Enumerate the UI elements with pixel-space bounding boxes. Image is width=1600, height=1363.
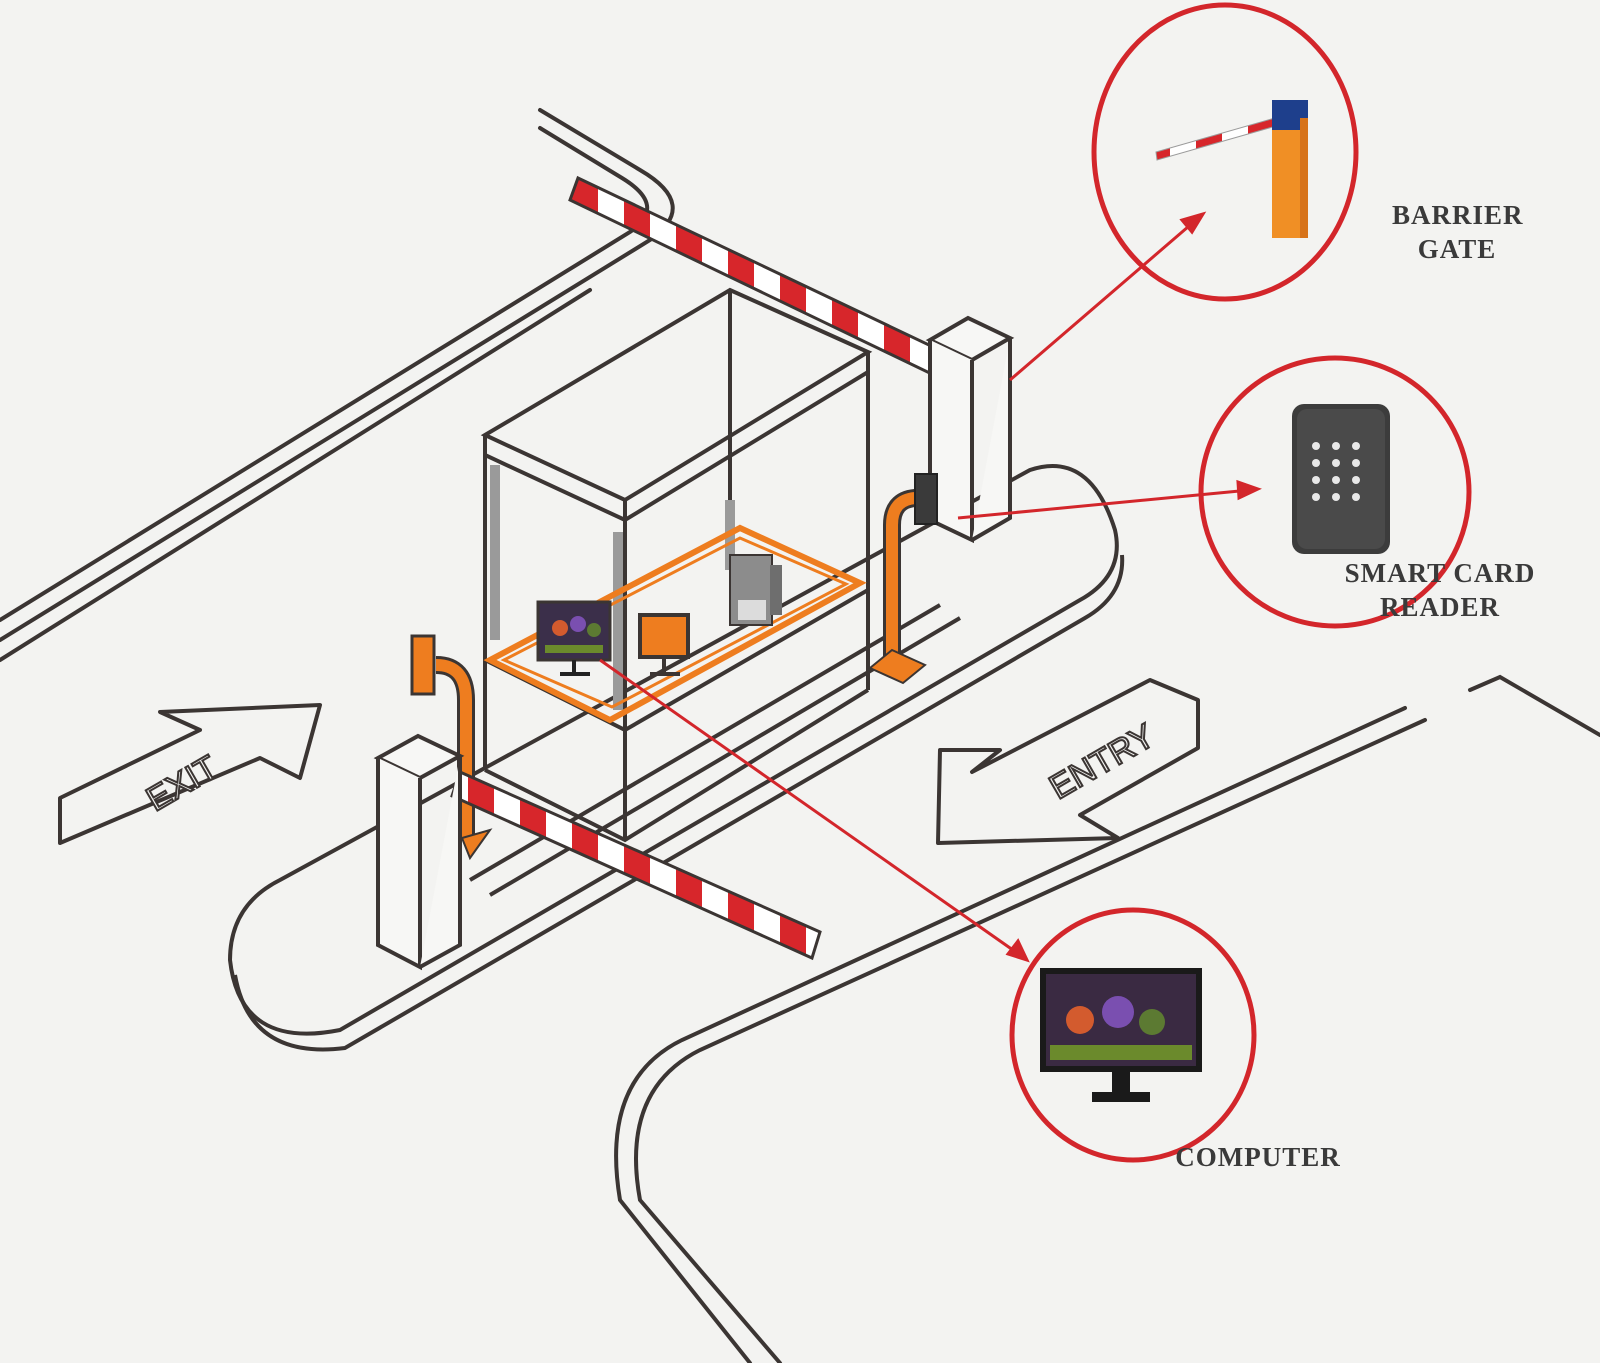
barrier-post-right xyxy=(925,315,1015,544)
barrier-gate-label: BARRIER GATE xyxy=(1392,198,1524,266)
computer-label: COMPUTER xyxy=(1168,1140,1348,1174)
barrier-arm-back xyxy=(568,175,952,381)
callout-lines xyxy=(599,211,1262,963)
entry-arrow: ENTRY xyxy=(936,678,1200,845)
computer-callout xyxy=(1009,907,1257,1163)
smart-card-reader-icon xyxy=(1292,404,1390,554)
exit-arrow: EXIT xyxy=(58,703,322,845)
computer-label-text: COMPUTER xyxy=(1175,1142,1341,1172)
barrier-gate-callout xyxy=(1091,2,1359,302)
desk-phone xyxy=(729,554,782,626)
barrier-gate-label-line1: BARRIER xyxy=(1392,200,1524,230)
computer-monitor-icon xyxy=(1040,968,1202,1102)
desk-monitor-screen xyxy=(536,600,612,676)
exit-label: EXIT xyxy=(140,748,224,819)
entry-reader-stand xyxy=(868,473,938,685)
smart-card-reader-callout xyxy=(1198,355,1472,629)
booth-desk xyxy=(483,524,867,724)
smart-card-reader-label-line2: READER xyxy=(1379,592,1500,622)
desk-monitor-orange xyxy=(638,613,690,676)
entry-label: ENTRY xyxy=(1043,717,1161,807)
barrier-post-left xyxy=(373,733,465,971)
exit-reader-stand xyxy=(410,634,493,861)
smart-card-reader-label-line1: SMART CARD xyxy=(1344,558,1536,588)
smart-card-reader-label: SMART CARD READER xyxy=(1330,556,1550,624)
barrier-gate-icon xyxy=(1155,100,1308,238)
barrier-gate-label-line2: GATE xyxy=(1417,234,1497,264)
barrier-arm-front xyxy=(450,769,822,961)
